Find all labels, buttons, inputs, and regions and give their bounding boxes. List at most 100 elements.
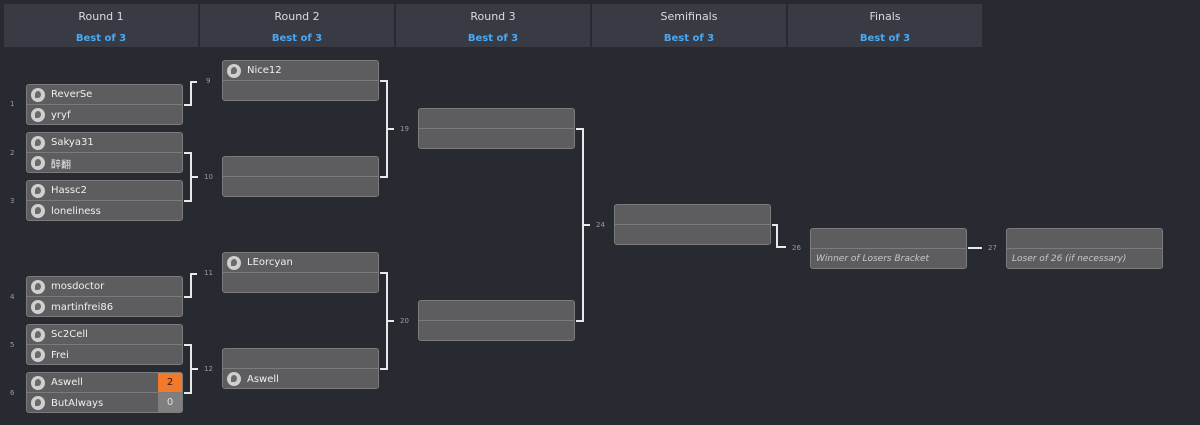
bracket-line (190, 176, 198, 178)
bracket-line (380, 80, 388, 82)
match-slot[interactable]: 醉翻 (27, 153, 182, 173)
player-logo-icon (31, 300, 45, 314)
match-slot[interactable] (419, 301, 574, 321)
placeholder-label: Loser of 26 (if necessary) (1012, 254, 1127, 264)
match-number: 3 (10, 197, 15, 205)
player-logo-icon (31, 87, 45, 102)
player-name: Frei (51, 349, 69, 361)
match-slot[interactable] (419, 109, 574, 129)
match-slot[interactable]: Nice12 (223, 61, 378, 81)
match-10[interactable] (222, 156, 379, 197)
match-slot[interactable] (223, 349, 378, 369)
round-format: Best of 3 (859, 33, 911, 44)
player-logo-icon (31, 348, 45, 362)
player-name: Sakya31 (51, 137, 94, 148)
match-slot[interactable] (223, 177, 378, 197)
player-logo-icon (31, 204, 45, 218)
bracket-line (184, 200, 192, 202)
player-name: mosdoctor (51, 281, 105, 292)
bracket-line (576, 320, 584, 322)
match-number: 1 (10, 100, 15, 108)
match-19[interactable] (418, 108, 575, 149)
match-26[interactable]: Winner of Losers Bracket (810, 228, 967, 269)
player-logo-icon (227, 255, 241, 270)
player-logo-icon (31, 135, 45, 150)
bracket-line (576, 128, 584, 130)
match-number: 19 (400, 125, 409, 133)
round-header-1[interactable]: Round 1 Best of 3 (4, 4, 200, 47)
player-name: loneliness (51, 205, 101, 217)
player-logo-icon (31, 156, 45, 170)
match-slot[interactable] (223, 157, 378, 177)
match-slot[interactable]: loneliness (27, 201, 182, 221)
match-slot[interactable]: yryf (27, 105, 182, 125)
match-11[interactable]: LEorcyan (222, 252, 379, 293)
round-header-2[interactable]: Round 2 Best of 3 (200, 4, 396, 47)
round-format: Best of 3 (75, 33, 127, 44)
match-slot[interactable]: mosdoctor (27, 277, 182, 297)
match-slot[interactable]: Sc2Cell (27, 325, 182, 345)
match-number: 5 (10, 341, 15, 349)
bracket-line (184, 296, 192, 298)
match-number: 9 (206, 77, 211, 85)
bracket-line (380, 176, 388, 178)
round-title: Round 1 (78, 10, 124, 23)
match-slot[interactable]: Sakya31 (27, 133, 182, 153)
round-format: Best of 3 (663, 33, 715, 44)
match-number: 12 (204, 365, 213, 373)
match-number: 6 (10, 389, 15, 397)
match-slot[interactable] (615, 205, 770, 225)
match-12[interactable]: Aswell (222, 348, 379, 389)
placeholder-label: Winner of Losers Bracket (816, 254, 930, 264)
bracket-line (386, 320, 394, 322)
match-slot[interactable] (419, 321, 574, 341)
bracket-line (380, 272, 388, 274)
match-slot[interactable] (223, 273, 378, 293)
match-slot[interactable] (419, 129, 574, 149)
match-slot[interactable]: Frei (27, 345, 182, 365)
match-slot[interactable]: Aswell (223, 369, 378, 389)
match-slot[interactable]: Hassc2 (27, 181, 182, 201)
match-number: 26 (792, 244, 801, 252)
match-24[interactable] (614, 204, 771, 245)
match-27[interactable]: Loser of 26 (if necessary) (1006, 228, 1163, 269)
player-name: Aswell (247, 373, 279, 385)
bracket-line (582, 224, 590, 226)
bracket-line (772, 224, 778, 226)
player-name: Sc2Cell (51, 329, 88, 340)
match-5[interactable]: Sc2Cell Frei (26, 324, 183, 365)
match-2[interactable]: Sakya31 醉翻 (26, 132, 183, 173)
player-name: Nice12 (247, 65, 282, 76)
player-name: Hassc2 (51, 185, 87, 196)
match-slot[interactable]: LEorcyan (223, 253, 378, 273)
match-1[interactable]: ReverSe yryf (26, 84, 183, 125)
match-slot[interactable] (811, 229, 966, 249)
match-9[interactable]: Nice12 (222, 60, 379, 101)
match-slot[interactable]: martinfrei86 (27, 297, 182, 317)
match-number: 27 (988, 244, 997, 252)
bracket-line (184, 344, 192, 346)
bracket-line (190, 273, 197, 275)
match-4[interactable]: mosdoctor martinfrei86 (26, 276, 183, 317)
round-header-finals[interactable]: Finals Best of 3 (788, 4, 984, 47)
match-slot[interactable] (615, 225, 770, 245)
round-header-3[interactable]: Round 3 Best of 3 (396, 4, 592, 47)
match-slot[interactable] (223, 81, 378, 101)
bracket-line (380, 368, 388, 370)
player-name: martinfrei86 (51, 301, 114, 313)
round-format: Best of 3 (467, 33, 519, 44)
round-header-semifinals[interactable]: Semifinals Best of 3 (592, 4, 788, 47)
match-slot[interactable]: Winner of Losers Bracket (811, 249, 966, 269)
match-slot[interactable] (1007, 229, 1162, 249)
match-3[interactable]: Hassc2 loneliness (26, 180, 183, 221)
match-slot[interactable]: ReverSe (27, 85, 182, 105)
match-number: 10 (204, 173, 213, 181)
round-title: Semifinals (660, 10, 718, 23)
match-20[interactable] (418, 300, 575, 341)
match-slot[interactable]: Loser of 26 (if necessary) (1007, 249, 1162, 269)
player-logo-icon (227, 372, 241, 386)
bracket-line (190, 273, 192, 298)
